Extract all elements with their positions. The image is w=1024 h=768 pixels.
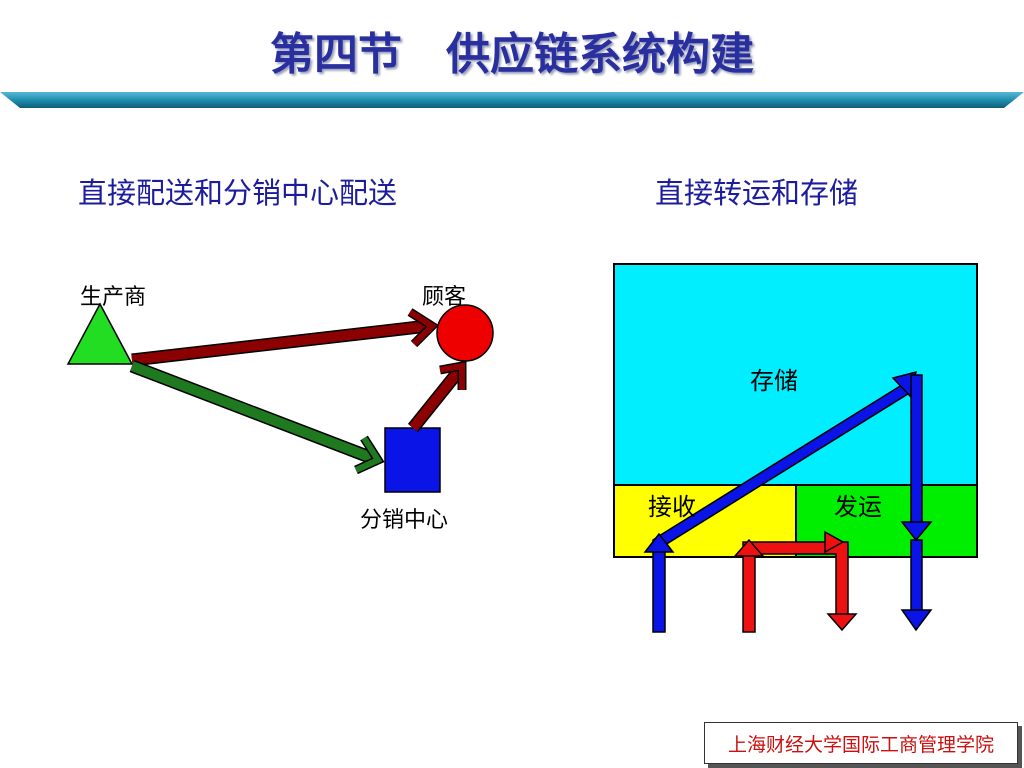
producer-label: 生产商 (80, 285, 147, 310)
page-title: 第四节 供应链系统构建 (270, 29, 754, 80)
receiving-label: 接收 (648, 493, 696, 521)
producer-triangle-icon (66, 302, 134, 365)
customer-circle-icon (436, 304, 494, 362)
blue-outbound-arrow (900, 539, 933, 632)
storage-label: 存储 (750, 367, 798, 395)
producer-to-customer-arrow (131, 308, 440, 367)
shipping-area (795, 484, 978, 558)
customer-label: 顾客 (422, 285, 467, 310)
blue-storage-to-shipping-arrow (900, 374, 933, 542)
left-diagram-heading: 直接配送和分销中心配送 (78, 176, 398, 210)
shipping-label: 发运 (834, 493, 882, 521)
right-diagram-heading: 直接转运和存储 (655, 176, 859, 210)
distribution-center-square-icon (384, 427, 441, 493)
distribution-center-label: 分销中心 (360, 508, 449, 533)
red-cross-dock-arrow (733, 530, 858, 633)
footer-institution-box: 上海财经大学国际工商管理学院 (704, 722, 1018, 764)
title-banner-bar (0, 92, 1024, 108)
footer-institution-text: 上海财经大学国际工商管理学院 (727, 733, 994, 756)
dc-to-customer-arrow (407, 360, 467, 433)
producer-to-dc-arrow (129, 359, 385, 475)
